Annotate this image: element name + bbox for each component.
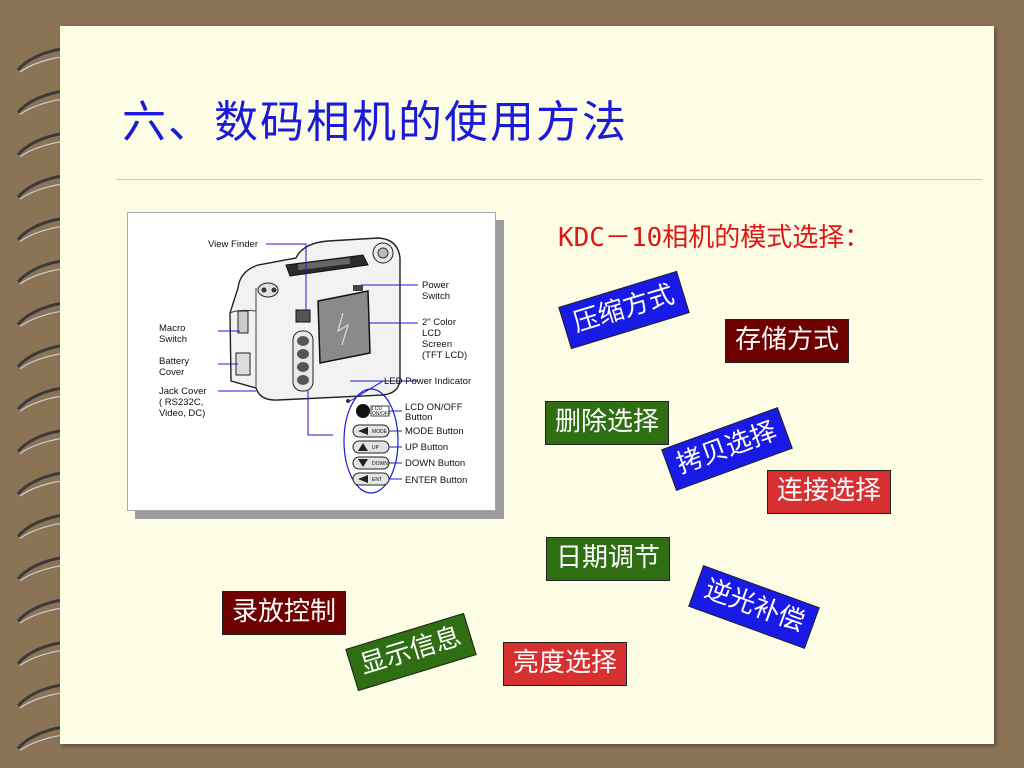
up-button-graphic [352,440,390,454]
btn-onoff-text: ON/OFF [372,411,391,417]
viewfinder [295,309,311,323]
label-battery-2: Cover [159,367,184,378]
label-mode-button: MODE Button [405,426,464,437]
label-enter-button: ENTER Button [405,475,467,486]
label-view-finder: View Finder [208,239,258,250]
label-lcd-1: 2" Color [422,317,456,328]
button-panel: LCD ON/OFF MODE UP DOWN ENT [352,404,391,486]
label-lcd-4: (TFT LCD) [422,350,467,361]
label-power-switch-1: Power [422,280,449,291]
label-lcd-3: Screen [422,339,452,350]
label-lcd-2: LCD [422,328,441,339]
label-jack-3: Video, DC) [159,408,205,419]
label-jack-2: ( RS232C, [159,397,203,408]
label-down-button: DOWN Button [405,458,465,469]
tag-connect-selection: 连接选择 [767,470,892,514]
btn-up-text: UP [372,445,380,451]
camera-illustration: LCD ON/OFF MODE UP DOWN ENT View Finder … [159,237,471,494]
camera-diagram: LCD ON/OFF MODE UP DOWN ENT View Finder … [127,212,496,511]
tag-storage-mode: 存储方式 [725,319,850,363]
camera-body [229,237,401,401]
btn-down-text: DOWN [372,461,388,467]
tag-delete-selection: 删除选择 [545,401,670,445]
label-up-button: UP Button [405,442,448,453]
btn-enter-text: ENT [372,477,382,483]
tag-playback-control: 录放控制 [222,591,347,635]
label-led-indicator: LED Power Indicator [384,376,471,387]
title-divider [116,179,982,180]
button-panel-outline [343,388,399,494]
tag-date-adjust: 日期调节 [546,537,671,581]
btn-lcd-text: LCD [372,406,382,412]
tag-brightness-selection: 亮度选择 [503,642,628,686]
label-battery-1: Battery [159,356,189,367]
label-jack-1: Jack Cover [159,386,207,397]
page-title: 六、数码相机的使用方法 [122,97,628,148]
btn-mode-text: MODE [372,429,388,435]
label-lcd-onoff-2: Button [405,412,432,423]
label-macro-1: Macro [159,323,185,334]
label-lcd-onoff-1: LCD ON/OFF [405,402,463,413]
label-power-switch-2: Switch [422,291,450,302]
lcd-onoff-button-graphic [356,404,370,418]
label-macro-2: Switch [159,334,187,345]
mode-selection-heading: KDC－10相机的模式选择： [558,223,871,253]
